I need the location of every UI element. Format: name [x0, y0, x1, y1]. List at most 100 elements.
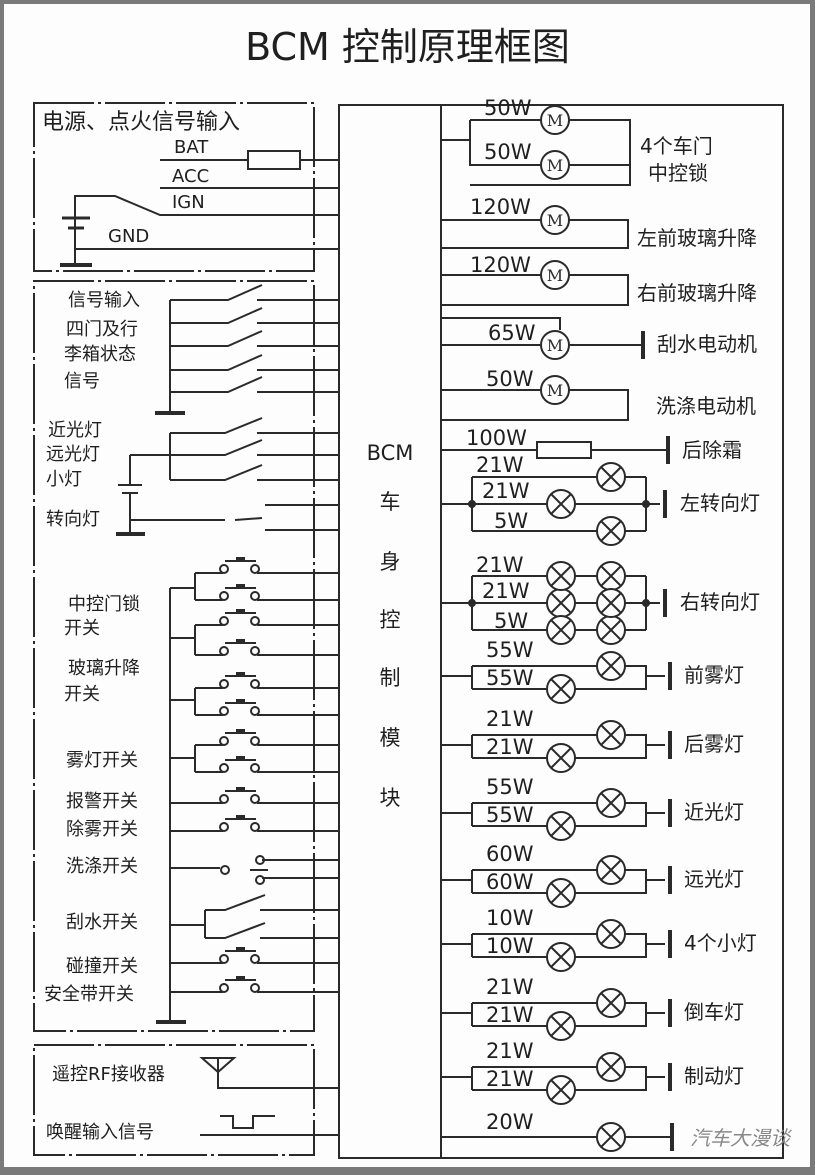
output-load-label: 后雾灯: [684, 732, 744, 756]
bcm-block: [338, 104, 442, 1159]
output-load-label: 刮水电动机: [657, 332, 757, 356]
crash-switch-label: 碰撞开关: [66, 956, 138, 977]
output-wattage: 5W: [494, 609, 529, 633]
output-load-label: 后除霜: [682, 438, 742, 462]
pushbutton-switch-icon: [195, 700, 339, 716]
output-wattage: 120W: [470, 195, 531, 219]
pushbutton-switch-icon: [195, 673, 339, 689]
output-load-label: 4个小灯: [684, 931, 757, 955]
ign-label: IGN: [172, 192, 205, 213]
motor-icon: [540, 105, 570, 135]
pushbutton-switch-icon: [195, 558, 339, 574]
pushbutton-switch-icon: [195, 610, 339, 626]
output-wattage: 5W: [494, 509, 529, 533]
output-load-label: 前雾灯: [684, 663, 744, 687]
output-wattage: 55W: [486, 803, 534, 827]
rf-section-box: [33, 1044, 315, 1156]
door-status-label: 信号: [64, 371, 100, 392]
door-status-label: 信号输入: [68, 290, 140, 311]
output-wattage: 21W: [486, 1067, 534, 1091]
bcm-char: 制: [379, 666, 401, 690]
diagram-sheet: [4, 4, 810, 1167]
bcm-char: 块: [379, 786, 401, 810]
output-load-label: 左前玻璃升降: [637, 226, 757, 250]
hazard-switch-label: 报警开关: [66, 791, 138, 812]
output-load-label: 右转向灯: [680, 590, 760, 614]
pushbutton-switch-icon: [170, 788, 339, 804]
rf-receiver-label: 遥控RF接收器: [52, 1064, 165, 1085]
output-wattage: 21W: [486, 1003, 534, 1027]
output-wattage: 21W: [476, 553, 524, 577]
output-load-label: 洗涤电动机: [656, 394, 756, 418]
output-load-label: 4个车门: [640, 134, 713, 158]
wakeup-signal-label: 唤醒输入信号: [46, 1122, 154, 1143]
window-switch-label: 玻璃升降: [68, 658, 140, 679]
svg-text:M: M: [547, 381, 563, 400]
door-status-label: 四门及行: [66, 319, 138, 340]
output-wattage: 100W: [466, 426, 527, 450]
output-wattage: 50W: [484, 96, 532, 120]
svg-text:M: M: [547, 111, 563, 130]
svg-text:M: M: [547, 156, 563, 175]
motor-icon: [540, 375, 570, 405]
pushbutton-switch-icon: [195, 585, 339, 601]
acc-label: ACC: [172, 166, 210, 187]
low-beam-input-label: 近光灯: [48, 420, 102, 441]
output-wattage: 50W: [484, 140, 532, 164]
motor-icon: [540, 205, 570, 235]
central-lock-switch-label: 中控门锁: [68, 594, 140, 615]
motor-icon: [540, 150, 570, 180]
bcm-char: 控: [379, 608, 401, 632]
bcm-char: 车: [379, 490, 401, 514]
bcm-abbr: BCM: [366, 441, 414, 465]
motor-icon: [540, 260, 570, 290]
bcm-char: 模: [379, 726, 401, 750]
output-wattage: 55W: [486, 638, 534, 662]
wiper-switch-label: 刮水开关: [66, 912, 138, 933]
output-load-label: 倒车灯: [684, 1000, 744, 1024]
output-wattage: 55W: [486, 775, 534, 799]
power-section-heading: 电源、点火信号输入: [42, 110, 241, 135]
output-wattage: 21W: [482, 579, 530, 603]
output-wattage: 20W: [486, 1110, 534, 1134]
door-status-label: 李箱状态: [64, 344, 136, 365]
pushbutton-switch-icon: [170, 977, 339, 993]
output-wattage: 10W: [486, 906, 534, 930]
bat-label: BAT: [174, 137, 209, 158]
pushbutton-switch-icon: [195, 757, 339, 773]
motor-icon: [540, 330, 570, 360]
bcm-char: 身: [379, 550, 401, 574]
fog-switch-label: 雾灯开关: [66, 750, 138, 771]
gnd-label: GND: [108, 226, 150, 247]
pushbutton-switch-icon: [195, 730, 339, 746]
small-light-input-label: 小灯: [46, 469, 82, 490]
pushbutton-switch-icon: [170, 948, 339, 964]
resistor-icon: [536, 441, 592, 459]
output-wattage: 21W: [486, 707, 534, 731]
output-wattage: 10W: [486, 934, 534, 958]
output-wattage: 120W: [470, 253, 531, 277]
output-wattage: 21W: [476, 453, 524, 477]
output-wattage: 21W: [482, 479, 530, 503]
output-wattage: 21W: [486, 1039, 534, 1063]
page-title: BCM 控制原理框图: [245, 25, 570, 69]
output-load-label: 左转向灯: [680, 491, 760, 515]
svg-text:M: M: [547, 266, 563, 285]
fuse-icon: [247, 150, 301, 170]
output-wattage: 55W: [486, 666, 534, 690]
pushbutton-switch-icon: [195, 640, 339, 656]
seatbelt-switch-label: 安全带开关: [44, 984, 134, 1005]
output-load-label: 右前玻璃升降: [637, 281, 757, 305]
output-wattage: 21W: [486, 735, 534, 759]
output-wattage: 65W: [488, 321, 536, 345]
output-wattage: 21W: [486, 975, 534, 999]
svg-text:M: M: [547, 211, 563, 230]
output-load-label: 中控锁: [648, 161, 708, 185]
output-load-label: 制动灯: [684, 1064, 744, 1088]
defrost-switch-label: 除雾开关: [66, 819, 138, 840]
pushbutton-switch-icon: [170, 816, 339, 832]
washer-switch-label: 洗涤开关: [66, 856, 138, 877]
output-load-label: 近光灯: [684, 800, 744, 824]
high-beam-input-label: 远光灯: [46, 444, 100, 465]
